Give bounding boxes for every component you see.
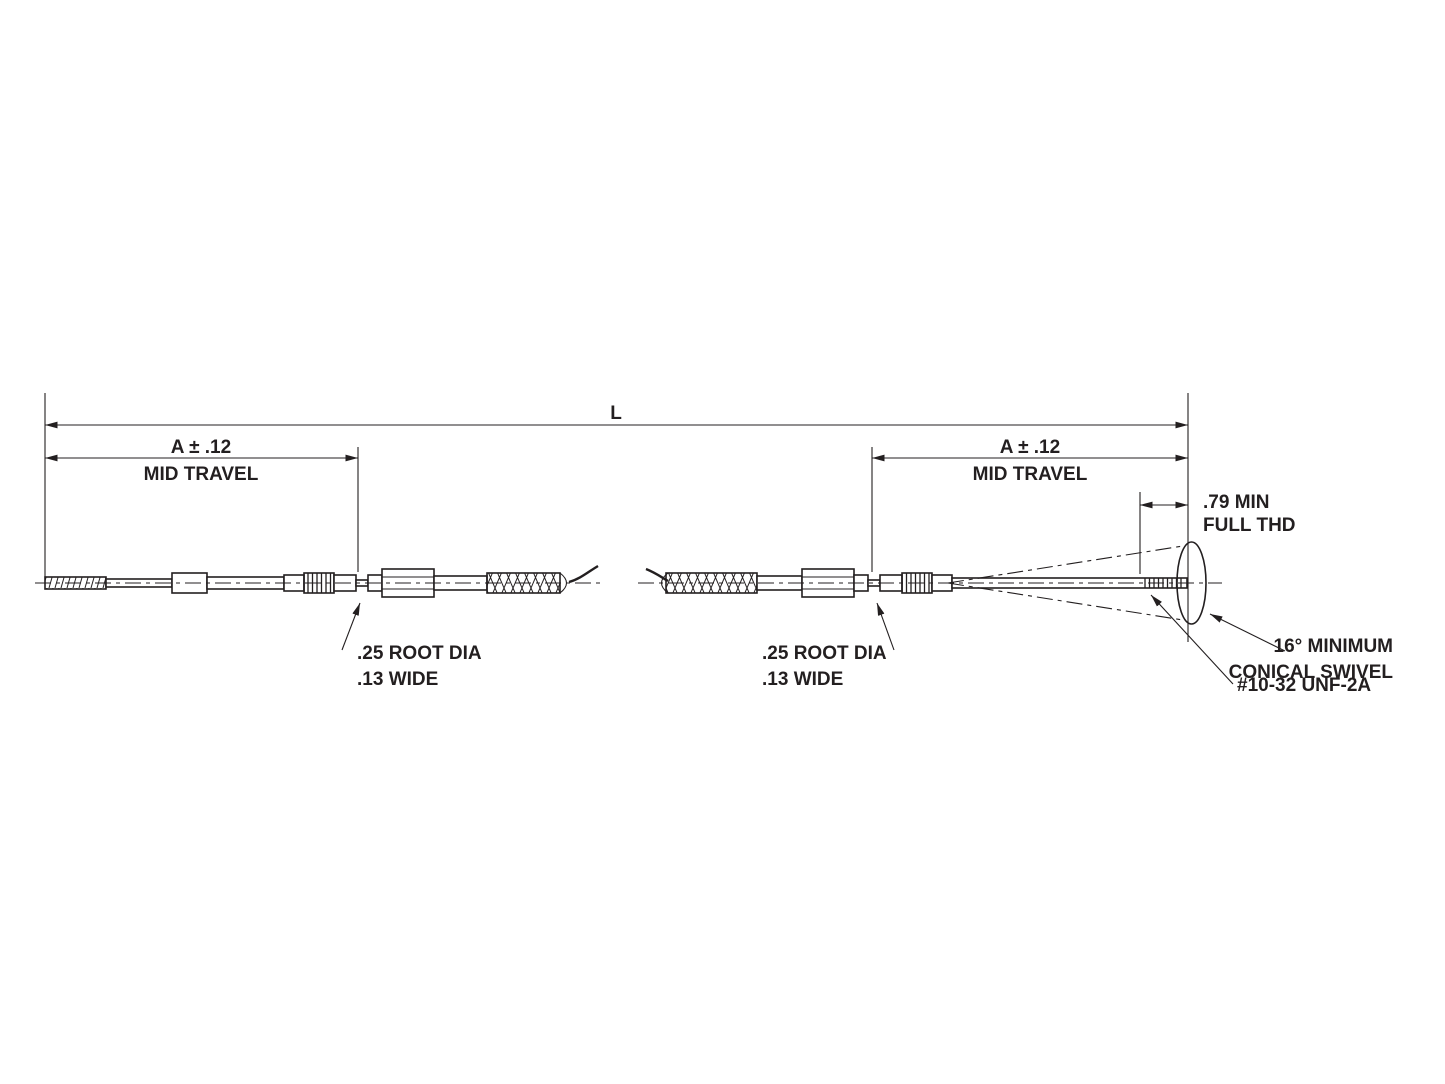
right-groove-label-line2: .13 WIDE [762,669,843,690]
swivel-cone-line-top [947,545,1184,584]
left-mid-travel-label-line2: MID TRAVEL [144,464,259,485]
full-thread-label-line1: .79 MIN [1203,492,1270,513]
right-groove-leader [876,602,895,651]
left-groove-label-line1: .25 ROOT DIA [357,643,482,664]
right-mid-travel-label-line1: A ± .12 [1000,437,1060,458]
left-cable-assembly [44,564,599,598]
thread-spec-label: #10-32 UNF-2A [1237,675,1371,696]
overall-length-label: L [610,403,622,424]
swivel-label-line1: 16° MINIMUM [1274,636,1394,657]
right-groove-label-line1: .25 ROOT DIA [762,643,887,664]
swivel-cone-base-ellipse [1176,541,1207,625]
left-core-wire-tail [568,564,599,584]
thread-spec-leader [1150,594,1234,685]
left-groove-leader [341,602,361,651]
right-mid-travel-label-line2: MID TRAVEL [973,464,1088,485]
left-mid-travel-label-line1: A ± .12 [171,437,231,458]
swivel-leader [1209,613,1286,652]
swivel-cone-line-bottom [947,582,1184,621]
full-thread-label-line2: FULL THD [1203,515,1296,536]
dimension-annotations: L A ± .12 MID TRAVEL A ± .12 MID TRAVEL … [44,393,1296,642]
callout-labels: .25 ROOT DIA .13 WIDE .25 ROOT DIA .13 W… [341,594,1394,696]
left-groove-label-line2: .13 WIDE [357,669,438,690]
swivel-label-line2: CONICAL SWIVEL [1229,662,1394,683]
right-core-wire-tail [645,567,669,583]
